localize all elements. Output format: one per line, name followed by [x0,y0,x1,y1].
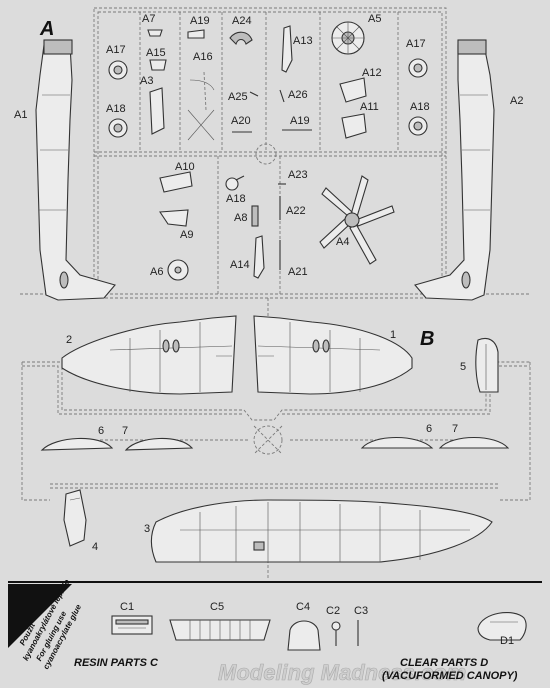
sprue-a-letter: A [39,18,54,40]
label-a22: A20 [231,115,251,127]
label-a27-left: A25 [228,91,248,103]
label-a16: A16 [193,51,213,63]
label-a15: A15 [146,47,166,59]
label-c2: C2 [326,605,340,617]
part-a27-right [279,89,285,103]
sprue-a-frame [20,7,530,299]
part-2-wing-left [61,315,237,395]
label-part-7-left: 7 [122,425,128,437]
part-a16-cross [187,71,215,141]
part-5 [475,337,499,393]
part-a4-propeller [319,175,395,265]
part-6-right [360,436,434,449]
label-c1: C1 [120,601,134,613]
glue-note: Použít kyanoakrylátové lepidlo For gluin… [8,578,83,671]
label-a8: A8 [234,212,247,224]
part-a2-fuselage-right [414,39,495,301]
label-c3: C3 [354,605,368,617]
label-a14: A14 [230,259,250,271]
label-part-4: 4 [92,541,98,553]
part-c4 [287,620,321,651]
watermark: Modeling Madness.com [218,660,466,685]
label-a17-left: A17 [106,44,126,56]
label-a18-right: A18 [410,101,430,113]
part-3-lower-wing [150,499,493,563]
label-a25: A23 [288,169,308,181]
label-a4: A4 [336,236,349,248]
label-a27-right: A26 [288,89,308,101]
label-a9: A9 [180,229,193,241]
part-a6 [167,259,189,281]
part-a15 [149,59,167,71]
clear-title-line-1: CLEAR PARTS D [400,657,488,669]
label-a11: A11 [360,101,379,113]
label-a7: A7 [142,13,155,25]
part-a10 [159,171,193,193]
label-a21: A19 [290,115,310,127]
label-a19: A19 [190,15,210,27]
label-c5: C5 [210,601,224,613]
label-a18-left: A18 [106,103,126,115]
part-6-left [40,437,114,451]
part-a17-wheel-right [408,58,428,78]
part-a8 [251,205,259,227]
label-a10: A10 [175,161,195,173]
clear-title-line-2: (VACUFORMED CANOPY) [382,670,518,682]
part-a5-engine [331,21,365,55]
label-a13: A13 [293,35,313,47]
label-part-6-right: 6 [426,423,432,435]
part-a12 [339,77,367,103]
part-a18-wheel-left [108,118,128,138]
label-part-7-right: 7 [452,423,458,435]
label-a3: A3 [140,75,153,87]
part-a7 [147,29,163,37]
label-part-1: 1 [390,329,396,341]
part-d1-canopy [477,612,527,641]
part-a18-wheel-right [408,116,428,136]
label-a24: A22 [286,205,306,217]
label-c4: C4 [296,601,310,613]
label-a2: A2 [510,95,523,107]
label-a5: A5 [368,13,381,25]
part-a20 [225,175,245,191]
label-a17-right: A17 [406,38,426,50]
part-a13 [281,25,293,73]
label-a1: A1 [14,109,27,121]
part-a17-wheel-left [108,60,128,80]
part-a26 [229,31,253,46]
part-a1-fuselage-left [35,39,116,301]
part-7-right [438,437,510,449]
label-part-3: 3 [144,523,150,535]
label-a26: A24 [232,15,252,27]
label-part-2: 2 [66,334,72,346]
label-a12: A12 [362,67,382,79]
part-1-wing-right [253,315,413,395]
part-a19 [187,29,205,39]
sprue-b-letter: B [420,328,434,350]
label-a6: A6 [150,266,163,278]
resin-title: RESIN PARTS C [74,657,159,669]
part-c1 [111,615,153,635]
part-a14 [253,235,265,279]
label-a20: A18 [226,193,246,205]
part-a9 [159,209,189,227]
part-a27-left [249,91,259,97]
label-part-6-left: 6 [98,425,104,437]
part-4 [63,489,87,547]
part-a11 [341,113,367,139]
part-a3 [149,87,165,135]
part-c2 [331,621,341,646]
label-a23: A21 [288,266,308,278]
label-part-5: 5 [460,361,466,373]
part-c5 [169,619,271,641]
label-d1: D1 [500,635,514,647]
part-7-left [124,437,194,451]
